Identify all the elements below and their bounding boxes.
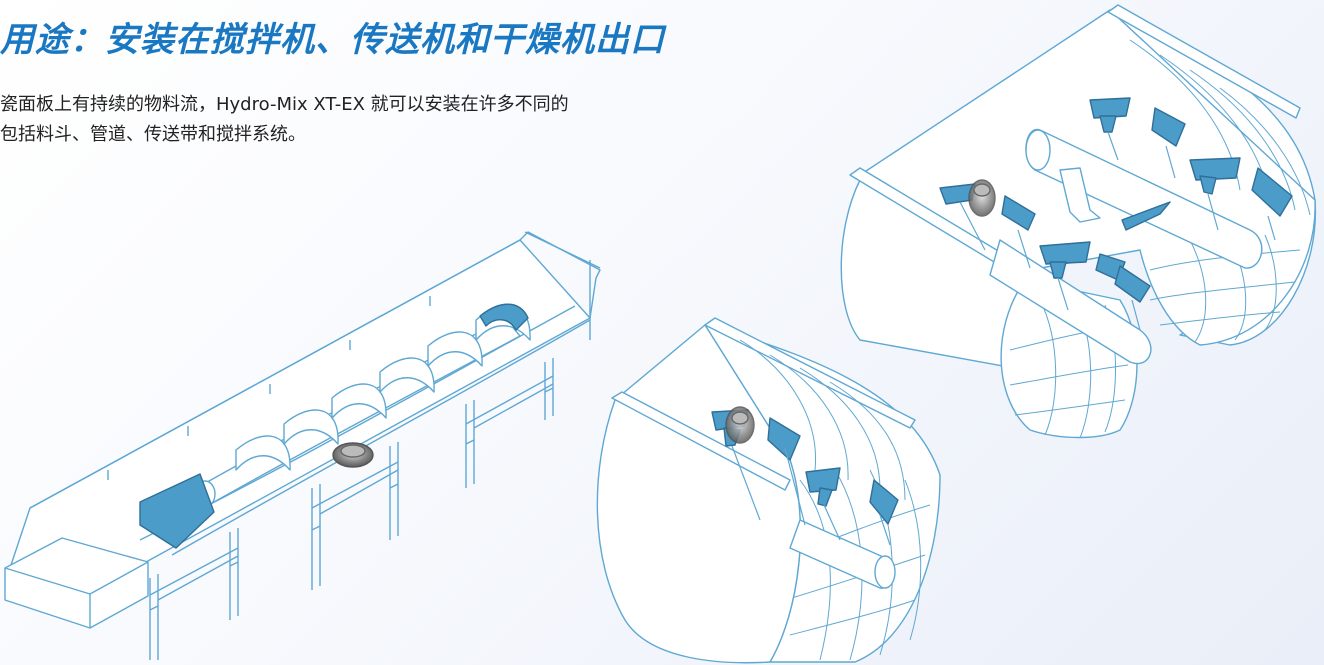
twin-mixer-paddles (939, 97, 1293, 303)
page-heading: 用途：安装在搅拌机、传送机和干燥机出口 (0, 20, 665, 60)
twin-shaft-mixer-illustration (840, 4, 1317, 439)
description-paragraph: 瓷面板上有持续的物料流，Hydro-Mix XT-EX 就可以安装在许多不同的 … (0, 90, 760, 150)
screw-conveyor-illustration (4, 231, 601, 660)
small-mixer-flange (611, 391, 791, 491)
conveyor-end-box (4, 537, 149, 629)
conveyor-sensor-icon (332, 442, 374, 468)
small-mixer-sensor-icon (725, 406, 755, 444)
conveyor-inlet-band (139, 473, 215, 549)
twin-mixer-sensor-icon (968, 179, 996, 217)
screw-flights (235, 305, 531, 471)
description-line-2: 包括料斗、管道、传送带和搅拌系统。 (0, 124, 306, 145)
conveyor-legs (149, 358, 554, 660)
description-line-1: 瓷面板上有持续的物料流，Hydro-Mix XT-EX 就可以安装在许多不同的 (0, 94, 569, 115)
small-mixer-illustration (596, 317, 941, 664)
twin-mixer-flange-back (1107, 4, 1301, 119)
